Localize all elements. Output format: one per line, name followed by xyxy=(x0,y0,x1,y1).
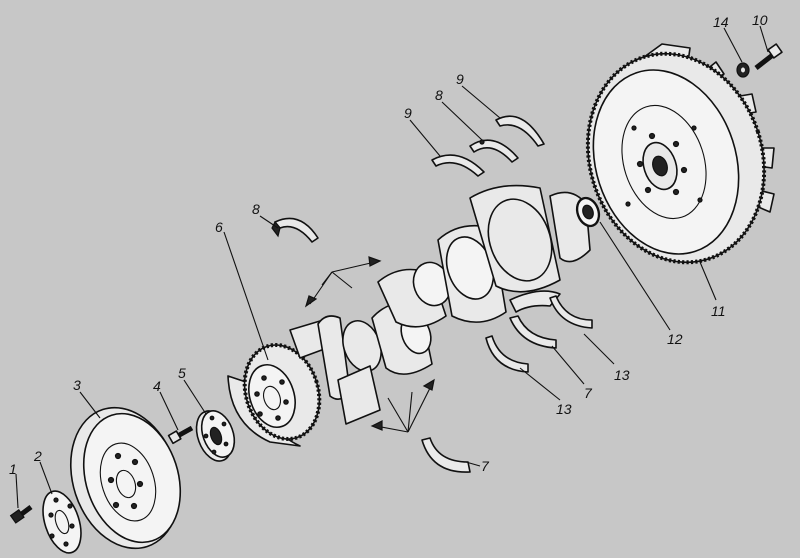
part-9-bearing-shell-upper-left xyxy=(431,154,485,177)
label-12: 12 xyxy=(667,331,683,347)
label-10: 10 xyxy=(752,12,768,28)
label-3: 3 xyxy=(73,377,81,393)
label-4: 4 xyxy=(153,378,161,394)
label-13-right: 13 xyxy=(614,367,630,383)
part-7-bearing-shell-lower xyxy=(421,437,471,473)
callout-labels: 1 2 3 4 5 6 8 9 8 9 14 10 11 12 13 7 13 … xyxy=(9,12,768,477)
label-9-left: 9 xyxy=(404,105,412,121)
part-1-bolt xyxy=(9,505,33,524)
label-8-top: 8 xyxy=(435,87,443,103)
label-7-lower: 7 xyxy=(481,458,490,474)
label-14: 14 xyxy=(713,14,729,30)
part-13-thrust-washer-right xyxy=(549,295,593,329)
label-9-right: 9 xyxy=(456,71,464,87)
part-11-flywheel xyxy=(585,43,775,265)
part-7-bearing-shell-middle xyxy=(509,315,557,349)
part-8-bearing-shell-upper xyxy=(469,139,519,163)
part-5-hub xyxy=(195,410,236,462)
part-3-damper-pulley xyxy=(69,406,182,550)
part-10-bolt xyxy=(754,43,783,70)
part-13-thrust-washer-left xyxy=(485,335,529,373)
arrow-group-upper xyxy=(304,256,382,308)
label-2: 2 xyxy=(33,448,42,464)
part-2-plate xyxy=(42,490,82,554)
part-4-bolt xyxy=(167,425,194,445)
label-5: 5 xyxy=(178,365,186,381)
part-8-bearing-shell-left xyxy=(271,217,319,243)
arrow-group-lower xyxy=(370,378,435,433)
label-13-left: 13 xyxy=(556,401,572,417)
label-8-left: 8 xyxy=(252,201,260,217)
crankshaft xyxy=(289,184,600,425)
part-14-washer xyxy=(736,62,750,78)
label-11: 11 xyxy=(711,303,726,319)
part-9-bearing-shell-upper-right xyxy=(495,115,545,147)
label-7-middle: 7 xyxy=(584,385,593,401)
part-12-bearing xyxy=(575,196,601,228)
label-6: 6 xyxy=(215,219,223,235)
label-1: 1 xyxy=(9,461,17,477)
part-6-front-gear xyxy=(227,343,322,447)
leader-lines xyxy=(15,25,769,509)
